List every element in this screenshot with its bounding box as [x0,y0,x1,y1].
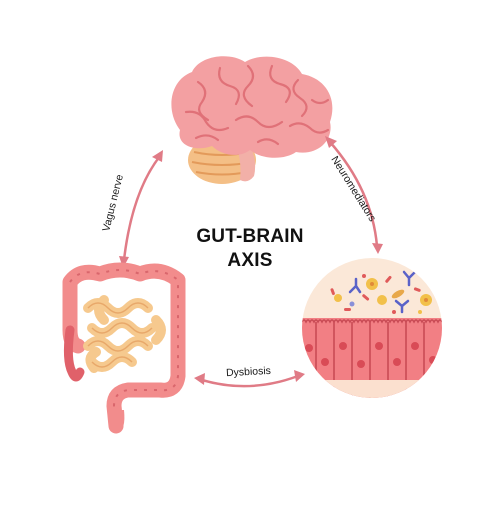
brain-icon [171,56,333,184]
microbes-layer [330,270,432,314]
intestine-icon [62,262,186,434]
label-dysbiosis: Dysbiosis [225,364,272,380]
title-line-1: GUT-BRAIN [196,226,304,247]
epithelial-cells [302,318,442,398]
gut-microbiota-icon [302,258,442,398]
arrow-dysbiosis [194,370,305,388]
arrow-neuromediators [325,136,383,254]
title-line-2: AXIS [227,250,273,271]
arrow-vagus-nerve [119,150,163,268]
